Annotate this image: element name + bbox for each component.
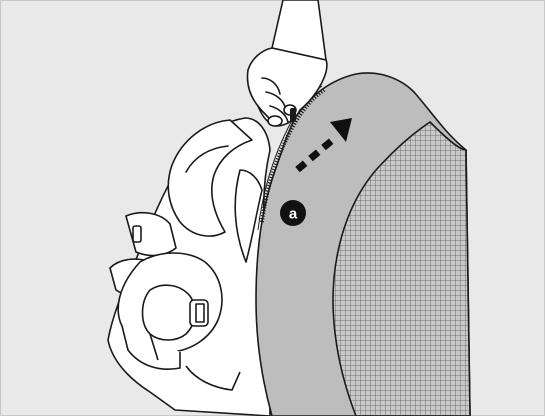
callout-badge: a	[280, 200, 306, 226]
zipper-pull	[290, 108, 296, 122]
callout-label: a	[289, 206, 298, 223]
